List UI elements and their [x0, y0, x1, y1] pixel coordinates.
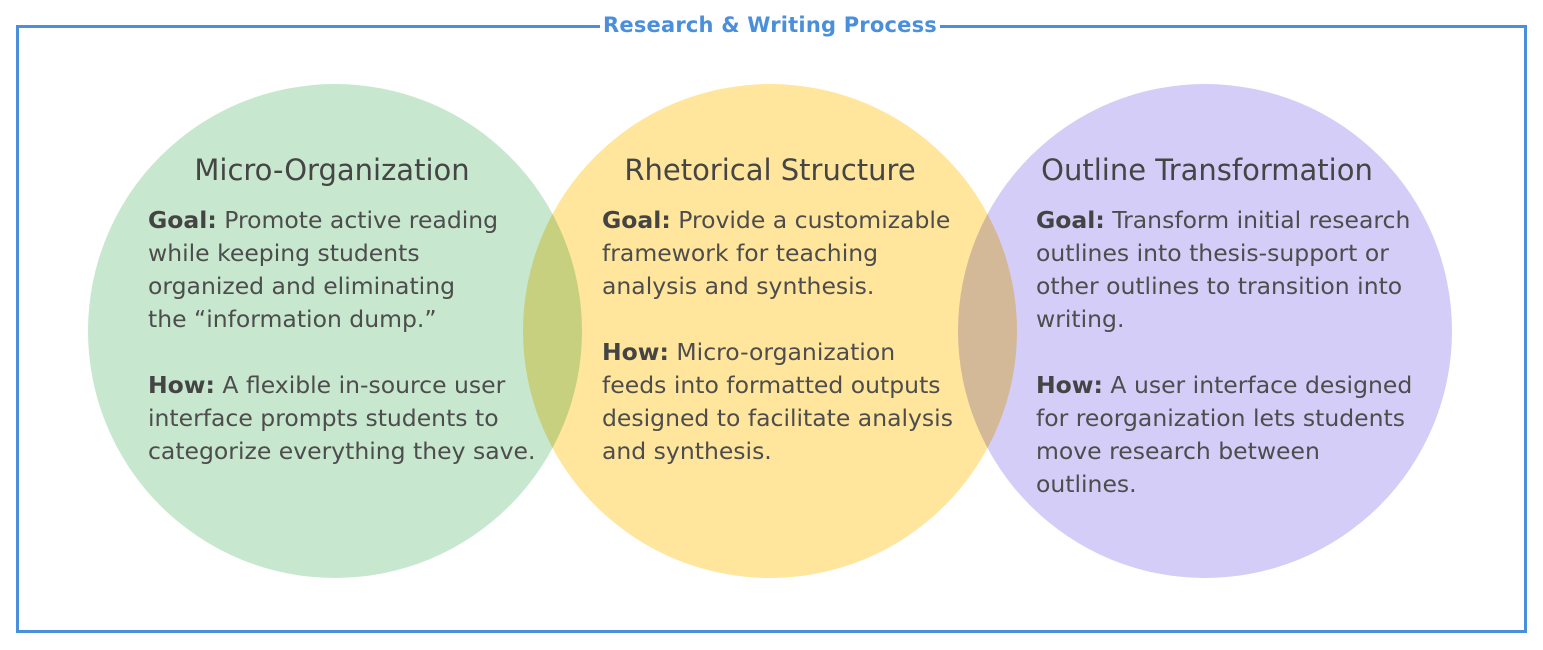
how-label: How: — [602, 338, 669, 366]
goal-label: Goal: — [148, 206, 217, 234]
goal-text: Promote active reading while keeping stu… — [148, 206, 499, 333]
diagram-title: Research & Writing Process — [600, 10, 940, 40]
how-text: Micro-organization feeds into formatted … — [602, 338, 953, 465]
outline-transformation-how: How: A user interface designed for reorg… — [1036, 369, 1412, 501]
goal-label: Goal: — [1036, 206, 1105, 234]
rhetorical-structure-goal: Goal: Provide a customizable framework f… — [602, 204, 950, 303]
how-label: How: — [1036, 371, 1103, 399]
goal-label: Goal: — [602, 206, 671, 234]
outline-transformation-goal: Goal: Transform initial research outline… — [1036, 204, 1410, 336]
how-text: A flexible in-source user interface prom… — [148, 371, 536, 465]
how-text: A user interface designed for reorganiza… — [1036, 371, 1413, 498]
outline-transformation-heading: Outline Transformation — [1041, 153, 1373, 187]
goal-text: Transform initial research outlines into… — [1036, 206, 1411, 333]
micro-organization-goal: Goal: Promote active reading while keepi… — [148, 204, 498, 336]
rhetorical-structure-how: How: Micro-organization feeds into forma… — [602, 336, 953, 468]
rhetorical-structure-heading: Rhetorical Structure — [624, 153, 916, 187]
micro-organization-heading: Micro-Organization — [194, 153, 470, 187]
micro-organization-circle — [88, 84, 582, 578]
how-label: How: — [148, 371, 215, 399]
rhetorical-structure-circle — [523, 84, 1017, 578]
outline-transformation-circle — [958, 84, 1452, 578]
goal-text: Provide a customizable framework for tea… — [602, 206, 951, 300]
micro-organization-how: How: A flexible in-source user interface… — [148, 369, 535, 468]
